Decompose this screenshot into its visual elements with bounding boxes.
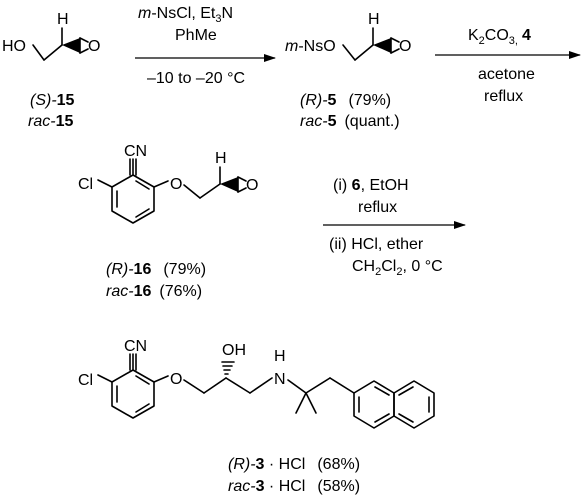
compound-15: HO H O (S)-15 rac-15 (2, 11, 100, 130)
benzene-ring (111, 369, 155, 419)
bond (305, 392, 317, 414)
bond (354, 44, 374, 61)
bond (237, 176, 247, 182)
bond (237, 187, 247, 193)
bond (79, 37, 89, 43)
reagent-line-4: CH2Cl2, 0 °C (352, 258, 443, 278)
compound-3: CN Cl O OH H N (78, 338, 435, 495)
bond (153, 375, 169, 383)
reagent-line-3: (ii) HCl, ether (329, 236, 424, 253)
atom-cl: Cl (78, 372, 93, 389)
reaction-step-1: m-NsCl, Et3N PhMe –10 to –20 °C (135, 5, 276, 87)
bond (329, 377, 355, 394)
bond (199, 183, 221, 199)
bond (183, 379, 205, 394)
wedge-bond (62, 38, 80, 53)
double-bond (135, 375, 150, 385)
reagent-line-1: (i) 6, EtOH (333, 177, 409, 194)
atom-o-epoxide: O (246, 177, 258, 194)
label-rac-15: rac-15 (28, 113, 73, 130)
reagent-line-2: reflux (358, 199, 397, 216)
bond (97, 179, 113, 188)
atom-h: H (274, 348, 286, 365)
hashed-bond (221, 361, 235, 375)
bond (153, 180, 169, 188)
label-s-15: (S)-15 (30, 92, 75, 109)
reaction-step-3: (i) 6, EtOH reflux (ii) HCl, ether CH2Cl… (323, 177, 466, 278)
compound-5: m-NsO H O (R)-5(79%) rac-5(quant.) (285, 11, 411, 130)
label-rac-3: rac-3 · HCl(58%) (228, 478, 360, 495)
bond (390, 48, 400, 54)
label-r-3: (R)-3 · HCl(68%) (228, 456, 360, 473)
reagent-line-1: m-NsCl, Et3N (138, 5, 233, 25)
bond (390, 37, 400, 43)
bond (97, 374, 113, 383)
atom-o-ether: O (170, 176, 182, 193)
bond (287, 379, 307, 394)
atom-oh: OH (222, 342, 246, 359)
double-bond (135, 208, 150, 218)
wedge-bond (373, 38, 391, 53)
atom-o: O (399, 38, 411, 55)
atom-o: O (170, 371, 182, 388)
wedge-bond (220, 177, 238, 192)
atom-h: H (368, 11, 380, 28)
compound-16: CN Cl O H O (R)-16(79%) rac-16(76%) (78, 143, 258, 300)
atom-nso: m-NsO (285, 38, 336, 55)
atom-ho: HO (2, 38, 26, 55)
bond (32, 44, 45, 61)
label-r-16: (R)-16(79%) (106, 261, 206, 278)
atom-cn: CN (124, 143, 147, 160)
bond (295, 392, 307, 414)
double-bond (135, 180, 150, 190)
double-bond (135, 403, 150, 413)
label-rac-16: rac-16(76%) (106, 283, 202, 300)
label-rac-5: rac-5(quant.) (300, 113, 400, 130)
conditions: reflux (484, 88, 523, 105)
bond (43, 44, 63, 61)
atom-cl: Cl (78, 176, 93, 193)
naphthalene (353, 380, 435, 429)
atom-o: O (88, 38, 100, 55)
atom-h: H (57, 11, 69, 28)
bond (305, 377, 331, 394)
benzene-ring (111, 174, 155, 224)
bond (79, 48, 89, 54)
solvent: acetone (478, 66, 535, 83)
bond (342, 44, 356, 61)
reagent-line-2: PhMe (175, 27, 217, 44)
atom-h: H (215, 150, 227, 167)
label-r-5: (R)-5(79%) (300, 92, 391, 109)
bond (225, 377, 251, 394)
reagent-k2co3: K2CO3,4 (468, 27, 531, 47)
bond (249, 377, 273, 394)
atom-cn: CN (124, 338, 147, 355)
bond (203, 377, 227, 394)
conditions: –10 to –20 °C (147, 70, 245, 87)
reaction-step-2: K2CO3,4 acetone reflux (435, 27, 581, 105)
atom-n: N (274, 371, 286, 388)
bond (183, 184, 201, 199)
